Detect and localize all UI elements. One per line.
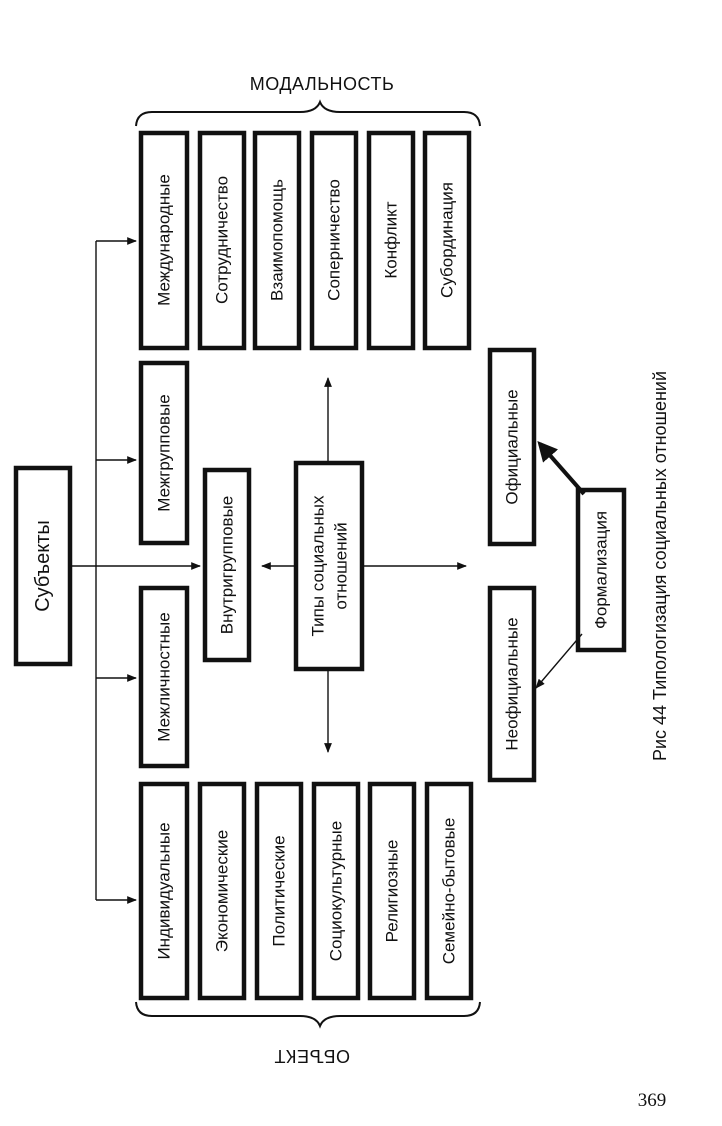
object-brace <box>135 1001 481 1029</box>
international-label: Международные <box>155 174 174 306</box>
object-item-label: Социокультурные <box>327 821 346 961</box>
object-item-label: Религиозные <box>383 840 402 943</box>
international-box <box>138 130 190 351</box>
intragroup-box <box>202 467 252 663</box>
modality-item-box <box>309 130 359 351</box>
interpersonal-box <box>138 585 190 769</box>
object-item-box <box>367 781 417 1001</box>
arrow-to-official <box>537 440 586 496</box>
intragroup-label: Внутригрупповые <box>218 496 237 635</box>
page-number: 369 <box>638 1090 667 1111</box>
figure-caption: Рис 44 Типологизация социальных отношени… <box>650 371 670 761</box>
intergroup-box <box>138 360 190 546</box>
individual-box <box>138 781 190 1001</box>
modality-item-box <box>422 130 472 351</box>
modality-item-label: Сотрудничество <box>213 176 232 304</box>
center-box <box>293 460 365 672</box>
object-item-label: Экономические <box>213 830 232 953</box>
modality-item-box <box>366 130 416 351</box>
modality-brace <box>135 99 481 127</box>
modality-item-box <box>197 130 247 351</box>
unofficial-box <box>487 585 537 783</box>
modality-item-label: Субординация <box>438 182 457 298</box>
formalization-box <box>575 487 627 653</box>
intergroup-label: Межгрупповые <box>155 394 174 512</box>
object-item-box <box>197 781 247 1001</box>
center-label-line2: отношений <box>332 522 351 609</box>
object-item-box <box>311 781 361 1001</box>
center-label-line1: Типы социальных <box>309 495 328 636</box>
object-item-label: Семейно-бытовые <box>440 818 459 965</box>
interpersonal-label: Межличностные <box>155 612 174 741</box>
unofficial-label: Неофициальные <box>503 617 522 750</box>
subjects-box <box>13 465 73 667</box>
modality-item-label: Конфликт <box>382 201 401 278</box>
modality-header: МОДАЛЬНОСТЬ <box>250 74 395 94</box>
modality-item-label: Соперничество <box>325 179 344 301</box>
modality-item-label: Взаимопомощь <box>268 179 287 301</box>
official-box <box>487 347 537 547</box>
object-footer: ОБЪЕКТ <box>274 1046 350 1066</box>
subjects-label: Субъекты <box>32 520 54 612</box>
object-item-box <box>254 781 304 1001</box>
official-label: Официальные <box>503 389 522 504</box>
individual-label: Индивидуальные <box>155 822 174 959</box>
object-item-box <box>424 781 474 1001</box>
formalization-label: Формализация <box>592 511 611 629</box>
arrow-to-unofficial <box>535 633 583 689</box>
object-item-label: Политические <box>270 835 289 946</box>
modality-item-box <box>252 130 302 351</box>
